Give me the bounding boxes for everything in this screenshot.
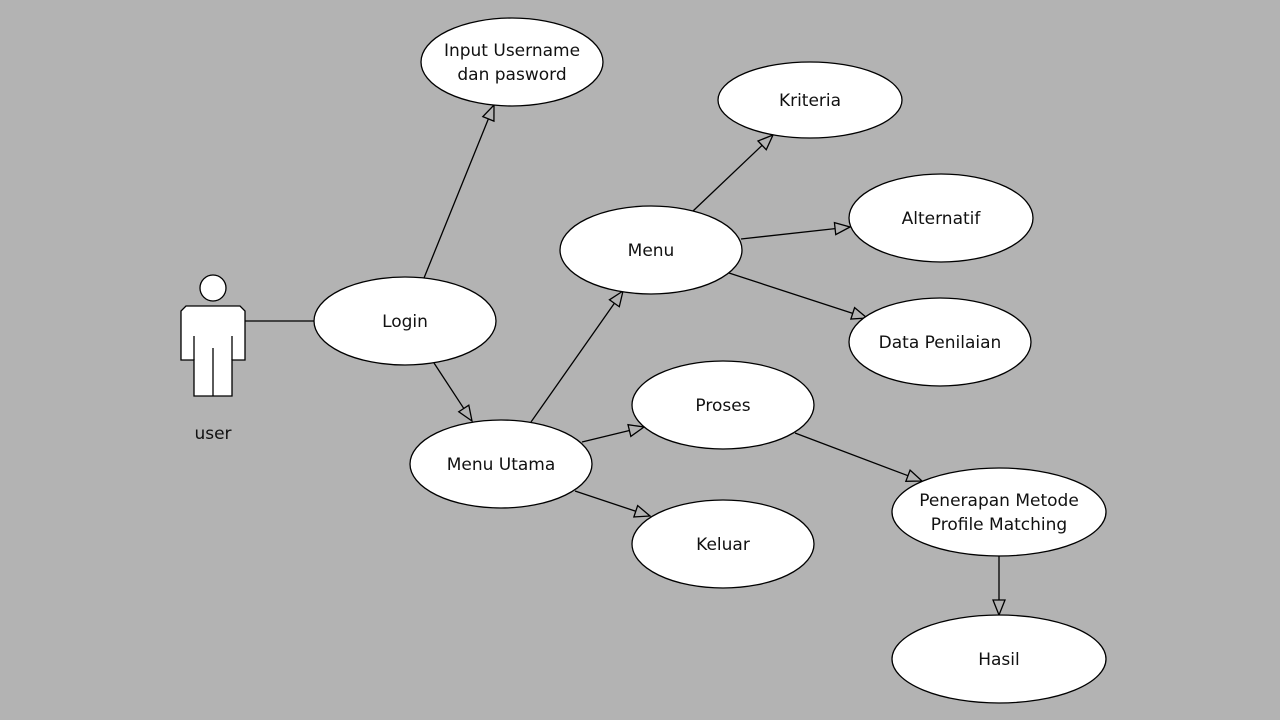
use-case-ellipse bbox=[409, 419, 593, 509]
use-case-label: dan pasword bbox=[457, 65, 566, 85]
arrowhead-icon bbox=[627, 423, 646, 438]
use-case-label: Proses bbox=[695, 396, 750, 416]
relation-line bbox=[692, 144, 763, 212]
use-case-ellipse bbox=[717, 61, 903, 139]
relation-line bbox=[794, 432, 909, 477]
relation-login-to-menu-utama bbox=[433, 362, 473, 423]
relation-line bbox=[728, 272, 853, 314]
use-case-input[interactable]: Input Username dan pasword bbox=[420, 17, 604, 107]
use-case-label: Menu Utama bbox=[447, 455, 556, 475]
relations-layer bbox=[245, 103, 1006, 617]
relation-menu-utama-to-keluar bbox=[574, 490, 652, 518]
actor-head bbox=[199, 274, 227, 302]
use-case-label: Menu bbox=[628, 241, 675, 261]
arrowhead-icon bbox=[849, 306, 869, 320]
use-case-ellipse bbox=[848, 173, 1034, 263]
use-case-login[interactable]: Login bbox=[313, 276, 497, 366]
relation-menu-utama-to-proses bbox=[581, 423, 646, 443]
relation-menu-utama-to-menu bbox=[530, 289, 625, 423]
arrowhead-icon bbox=[904, 468, 924, 482]
use-case-ellipse bbox=[559, 205, 743, 295]
use-case-ellipse bbox=[631, 499, 815, 589]
actor-label: user bbox=[194, 424, 231, 444]
use-case-label: Data Penilaian bbox=[879, 333, 1002, 353]
use-case-menu[interactable]: Menu bbox=[559, 205, 743, 295]
relation-menu-to-data-penilaian bbox=[728, 272, 869, 320]
use-case-label: Profile Matching bbox=[931, 515, 1067, 535]
use-case-label: Hasil bbox=[978, 650, 1020, 670]
relation-line bbox=[530, 302, 615, 423]
use-case-menu-utama[interactable]: Menu Utama bbox=[409, 419, 593, 509]
use-case-alternatif[interactable]: Alternatif bbox=[848, 173, 1034, 263]
use-case-hasil[interactable]: Hasil bbox=[891, 614, 1107, 704]
use-case-data-penilaian[interactable]: Data Penilaian bbox=[848, 297, 1032, 387]
use-case-label: Alternatif bbox=[902, 209, 982, 229]
use-case-ellipse bbox=[848, 297, 1032, 387]
relation-proses-to-penerapan bbox=[794, 432, 924, 482]
use-case-proses[interactable]: Proses bbox=[631, 360, 815, 450]
use-case-ellipse bbox=[631, 360, 815, 450]
use-case-label: Penerapan Metode bbox=[919, 491, 1079, 511]
relation-penerapan-to-hasil bbox=[992, 556, 1006, 617]
arrowhead-icon bbox=[756, 133, 775, 151]
relation-line bbox=[740, 227, 836, 240]
actor-user[interactable]: user bbox=[180, 274, 246, 444]
relation-menu-to-alternatif bbox=[740, 221, 852, 240]
use-case-label: Input Username bbox=[444, 41, 580, 61]
use-case-ellipse bbox=[891, 467, 1107, 557]
use-case-keluar[interactable]: Keluar bbox=[631, 499, 815, 589]
arrowhead-icon bbox=[608, 289, 625, 308]
use-case-label: Keluar bbox=[696, 535, 750, 555]
use-case-ellipse bbox=[891, 614, 1107, 704]
relation-line bbox=[581, 429, 630, 443]
arrowhead-icon bbox=[632, 504, 652, 518]
relation-menu-to-kriteria bbox=[692, 133, 775, 212]
relation-login-to-input bbox=[423, 103, 495, 279]
arrowhead-icon bbox=[457, 404, 473, 423]
arrowhead-icon bbox=[481, 103, 495, 123]
use-case-label: Login bbox=[382, 312, 428, 332]
relation-line bbox=[433, 362, 465, 409]
arrowhead-icon bbox=[992, 599, 1006, 617]
arrowhead-icon bbox=[833, 221, 852, 236]
use-case-kriteria[interactable]: Kriteria bbox=[717, 61, 903, 139]
use-case-ellipse bbox=[313, 276, 497, 366]
relation-line bbox=[423, 118, 489, 279]
relation-line bbox=[574, 490, 636, 512]
use-case-ellipse bbox=[420, 17, 604, 107]
use-case-label: Kriteria bbox=[779, 91, 841, 111]
